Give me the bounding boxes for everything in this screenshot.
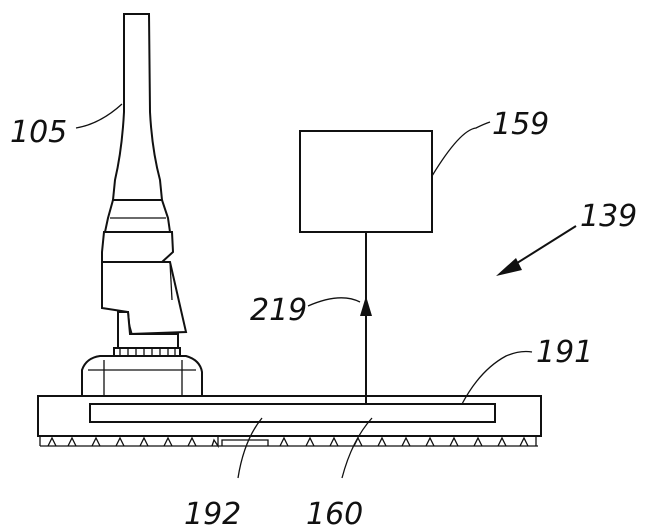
label-105: 105 xyxy=(10,115,67,150)
label-160: 160 xyxy=(306,497,363,531)
direction-arrow-139 xyxy=(496,225,577,276)
foot-pad xyxy=(81,355,203,397)
controller-box xyxy=(299,130,433,233)
label-159: 159 xyxy=(492,107,549,142)
leader-192 xyxy=(237,417,263,479)
label-139: 139 xyxy=(580,199,637,234)
label-192: 192 xyxy=(184,497,241,531)
swivel-housing xyxy=(101,261,188,336)
leader-160 xyxy=(341,417,373,479)
leader-105 xyxy=(75,103,123,129)
base-plate xyxy=(37,395,542,449)
label-191: 191 xyxy=(536,335,593,370)
bristle-edge xyxy=(39,436,537,449)
handle-shaft xyxy=(111,13,164,201)
arrowhead-up xyxy=(360,296,372,316)
leader-159 xyxy=(431,121,491,177)
leader-219 xyxy=(307,297,361,307)
label-219: 219 xyxy=(250,293,307,328)
handle-assembly xyxy=(81,13,203,397)
leader-191 xyxy=(461,350,533,405)
inner-slot xyxy=(89,403,496,423)
handle-collar xyxy=(103,199,172,233)
joint-body xyxy=(101,231,175,263)
